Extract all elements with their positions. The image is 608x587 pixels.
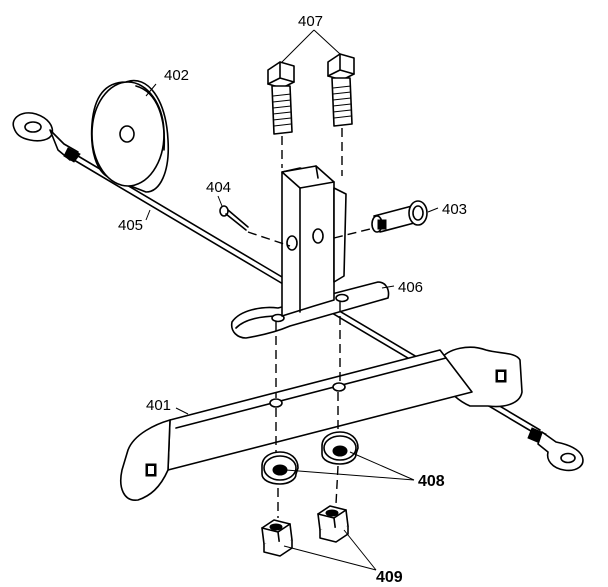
clevis-pin-403	[371, 200, 428, 233]
callout-408: 408	[418, 473, 445, 490]
callout-405: 405	[118, 217, 143, 234]
mounting-bracket-406	[230, 165, 390, 339]
leader-lines	[145, 29, 439, 571]
nut-409-left	[261, 519, 293, 557]
callout-406: 406	[398, 279, 423, 296]
callout-407: 407	[298, 13, 323, 30]
cotter-pin-404	[219, 205, 249, 231]
washer-408-right	[321, 431, 359, 465]
bolt-407-left	[267, 61, 295, 135]
assembly-centerlines	[247, 128, 375, 518]
nut-409-right	[317, 505, 349, 543]
callout-403: 403	[442, 201, 467, 218]
washer-408-left	[261, 451, 299, 485]
base-bracket-401	[120, 346, 523, 501]
callout-409: 409	[376, 569, 403, 586]
callout-402: 402	[164, 67, 189, 84]
pulley-402	[90, 79, 170, 193]
bolt-407-right	[327, 53, 355, 127]
callout-labels: 407 402 404 403 405 406 401 408 409	[118, 13, 467, 586]
callout-401: 401	[146, 397, 171, 414]
callout-404: 404	[206, 179, 231, 196]
